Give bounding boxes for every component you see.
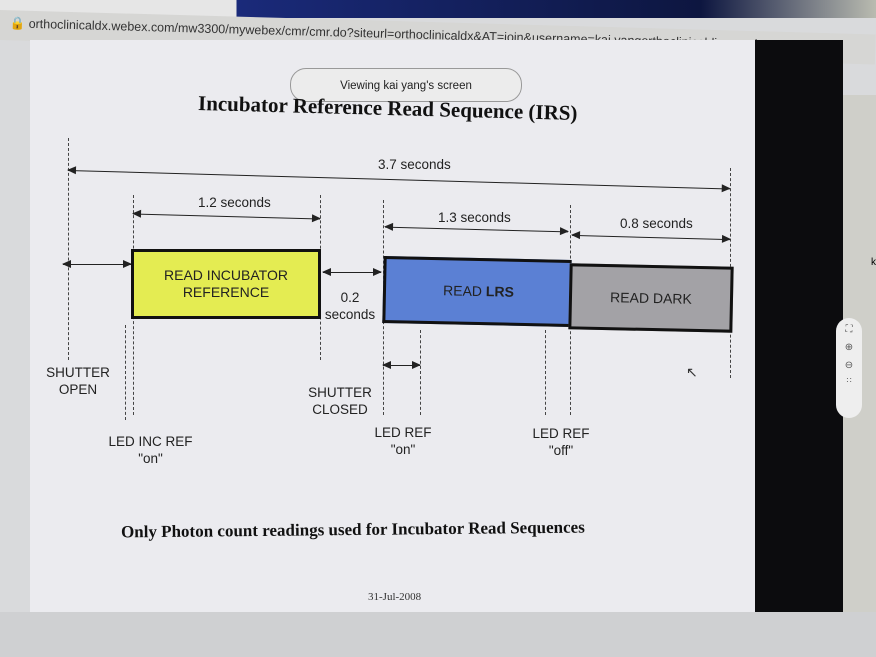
fullscreen-icon[interactable]: ⛶ [845, 324, 853, 335]
led-inc-ref-label: LED INC REF "on" [98, 433, 203, 467]
gap-duration-label: 0.2 seconds [322, 289, 378, 323]
line: LED REF [374, 425, 432, 440]
grid-icon[interactable]: ∷ [846, 376, 852, 385]
total-duration-label: 3.7 seconds [378, 157, 451, 172]
zoom-controls: ⛶ ⊕ ⊖ ∷ [836, 318, 862, 418]
line: SHUTTER [308, 385, 372, 400]
line: "off" [548, 443, 574, 458]
line: "on" [138, 451, 163, 466]
pre-open-arrow [62, 260, 132, 268]
marker-line [545, 330, 546, 415]
line: "on" [390, 442, 416, 457]
bottom-area [0, 612, 876, 657]
shutter-closed-label: SHUTTER CLOSED [300, 384, 380, 418]
marker-line [68, 138, 69, 360]
dark-duration-label: 0.8 seconds [620, 216, 693, 231]
line: OPEN [58, 382, 98, 397]
screen-border [755, 40, 843, 620]
lrs-bold: LRS [485, 283, 515, 300]
browser-tab-bar [0, 0, 876, 18]
read-incubator-reference-box: READ INCUBATOR REFERENCE [131, 249, 321, 319]
marker-line [125, 325, 126, 420]
gap-value: 0.2 [340, 290, 360, 305]
viewing-screen-banner: Viewing kai yang's screen [290, 68, 522, 102]
led-ref-on-label: LED REF "on" [368, 424, 438, 458]
line: SHUTTER [46, 365, 110, 380]
lrs-prefix: READ [442, 282, 483, 300]
shutter-open-label: SHUTTER OPEN [36, 364, 120, 398]
mouse-cursor-icon: ↖ [686, 364, 698, 380]
zoom-in-icon[interactable]: ⊕ [844, 342, 854, 353]
line: CLOSED [312, 402, 368, 417]
seg1-duration-label: 1.2 seconds [198, 195, 271, 210]
gap-unit: seconds [324, 307, 376, 322]
gap-arrow [322, 268, 382, 276]
side-letter: k [871, 257, 876, 268]
line: LED INC REF [108, 434, 193, 449]
read-lrs-box: READ LRS [382, 256, 572, 327]
slide-date: 31-Jul-2008 [368, 591, 422, 603]
marker-line [420, 330, 421, 415]
lrs-duration-label: 1.3 seconds [438, 210, 511, 225]
led-ref-off-label: LED REF "off" [526, 425, 596, 459]
led-ref-arrow [382, 361, 421, 369]
lock-icon: 🔒 [9, 16, 26, 31]
zoom-out-icon[interactable]: ⊖ [844, 360, 854, 371]
line: LED REF [532, 426, 590, 441]
read-dark-box: READ DARK [568, 263, 734, 333]
